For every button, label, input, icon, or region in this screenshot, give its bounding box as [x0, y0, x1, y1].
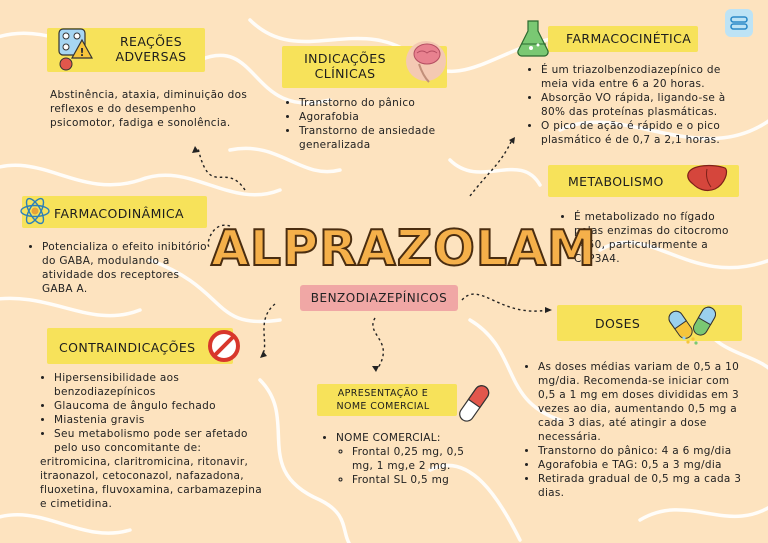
metabolismo-item: É metabolizado no fígado pelas enzimas d… — [574, 210, 740, 266]
contraindicacoes-item: Hipersensibilidade aos benzodiazepínicos — [54, 371, 265, 399]
flask-icon — [514, 18, 554, 62]
warning-pill-icon: ! — [56, 26, 96, 76]
indicacoes-list: Transtorno do pânico Agorafobia Transtor… — [285, 96, 465, 152]
doses-item: As doses médias variam de 0,5 a 10 mg/di… — [538, 360, 748, 444]
liver-icon — [685, 162, 729, 200]
doses-item: Transtorno do pânico: 4 a 6 mg/dia — [538, 444, 748, 458]
contraindicacoes-item: Seu metabolismo pode ser afetado pelo us… — [54, 427, 265, 455]
metabolismo-header: METABOLISMO — [568, 174, 664, 189]
menu-icon — [730, 16, 748, 30]
indicacoes-item: Transtorno de ansiedade generalizada — [299, 124, 465, 152]
contraindicacoes-header-bg — [47, 328, 233, 364]
prohibited-icon — [207, 329, 241, 367]
apresentacao-item-label: NOME COMERCIAL: — [336, 432, 441, 444]
capsule-icon — [457, 381, 493, 431]
reacoes-header-line2: ADVERSAS — [115, 49, 187, 64]
farmacocinetica-item: É um triazolbenzodiazepínico de meia vid… — [541, 63, 742, 91]
farmacodinamica-item: Potencializa o efeito inibitório do GABA… — [42, 240, 213, 296]
apresentacao-header-line1: APRESENTAÇÃO E — [337, 388, 429, 399]
farmacodinamica-header: FARMACODINÂMICA — [54, 206, 184, 221]
brain-head-icon — [405, 36, 447, 90]
apresentacao-header-line2: NOME COMERCIAL — [336, 401, 430, 412]
metabolismo-list: É metabolizado no fígado pelas enzimas d… — [560, 210, 740, 266]
indicacoes-header: INDICAÇÕES CLÍNICAS — [290, 51, 400, 81]
page-title: ALPRAZOLAM — [210, 219, 597, 278]
indicacoes-item: Agorafobia — [299, 110, 465, 124]
svg-text:!: ! — [79, 46, 84, 59]
menu-button[interactable] — [725, 9, 753, 37]
indicacoes-header-line2: CLÍNICAS — [314, 66, 376, 81]
doses-list: As doses médias variam de 0,5 a 10 mg/di… — [524, 360, 748, 500]
farmacocinetica-item: Absorção VO rápida, ligando-se à 80% das… — [541, 91, 742, 119]
apresentacao-item: NOME COMERCIAL: Frontal 0,25 mg, 0,5 mg,… — [336, 431, 487, 487]
reacoes-header-line1: REAÇÕES — [119, 34, 183, 49]
apresentacao-subitem: Frontal 0,25 mg, 0,5 mg, 1 mg,e 2 mg. — [352, 445, 487, 473]
apresentacao-list: NOME COMERCIAL: Frontal 0,25 mg, 0,5 mg,… — [322, 431, 487, 487]
reacoes-header: REAÇÕES ADVERSAS — [106, 34, 196, 64]
contraindicacoes-item: Miastenia gravis — [54, 413, 265, 427]
farmacocinetica-header-bg — [548, 26, 698, 52]
contraindicacoes-header: CONTRAINDICAÇÕES — [59, 340, 196, 355]
contraindicacoes-list: Hipersensibilidade aos benzodiazepínicos… — [40, 371, 265, 511]
apresentacao-header: APRESENTAÇÃO E NOME COMERCIAL — [324, 387, 442, 413]
farmacocinetica-list: É um triazolbenzodiazepínico de meia vid… — [527, 63, 742, 147]
contraindicacoes-item: Glaucoma de ângulo fechado — [54, 399, 265, 413]
apresentacao-header-bg — [317, 384, 457, 416]
class-badge: BENZODIAZEPÍNICOS — [300, 285, 458, 311]
contraindicacoes-drugs: eritromicina, claritromicina, ritonavir,… — [40, 456, 262, 510]
reacoes-text: Abstinência, ataxia, diminuição dos refl… — [50, 89, 248, 129]
farmacodinamica-header-bg — [22, 196, 207, 228]
apresentacao-subitem: Frontal SL 0,5 mg — [352, 473, 487, 487]
farmacocinetica-item: O pico de ação é rápido e o pico plasmát… — [541, 119, 742, 147]
farmacocinetica-header: FARMACOCINÉTICA — [566, 31, 692, 46]
indicacoes-item: Transtorno do pânico — [299, 96, 465, 110]
farmacodinamica-list: Potencializa o efeito inibitório do GABA… — [28, 240, 213, 296]
doses-header: DOSES — [595, 316, 641, 331]
doses-item: Retirada gradual de 0,5 mg a cada 3 dias… — [538, 472, 748, 500]
indicacoes-header-line1: INDICAÇÕES — [304, 51, 386, 66]
doses-item: Agorafobia e TAG: 0,5 a 3 mg/dia — [538, 458, 748, 472]
atom-icon — [18, 194, 52, 232]
pills-icon — [666, 304, 718, 350]
